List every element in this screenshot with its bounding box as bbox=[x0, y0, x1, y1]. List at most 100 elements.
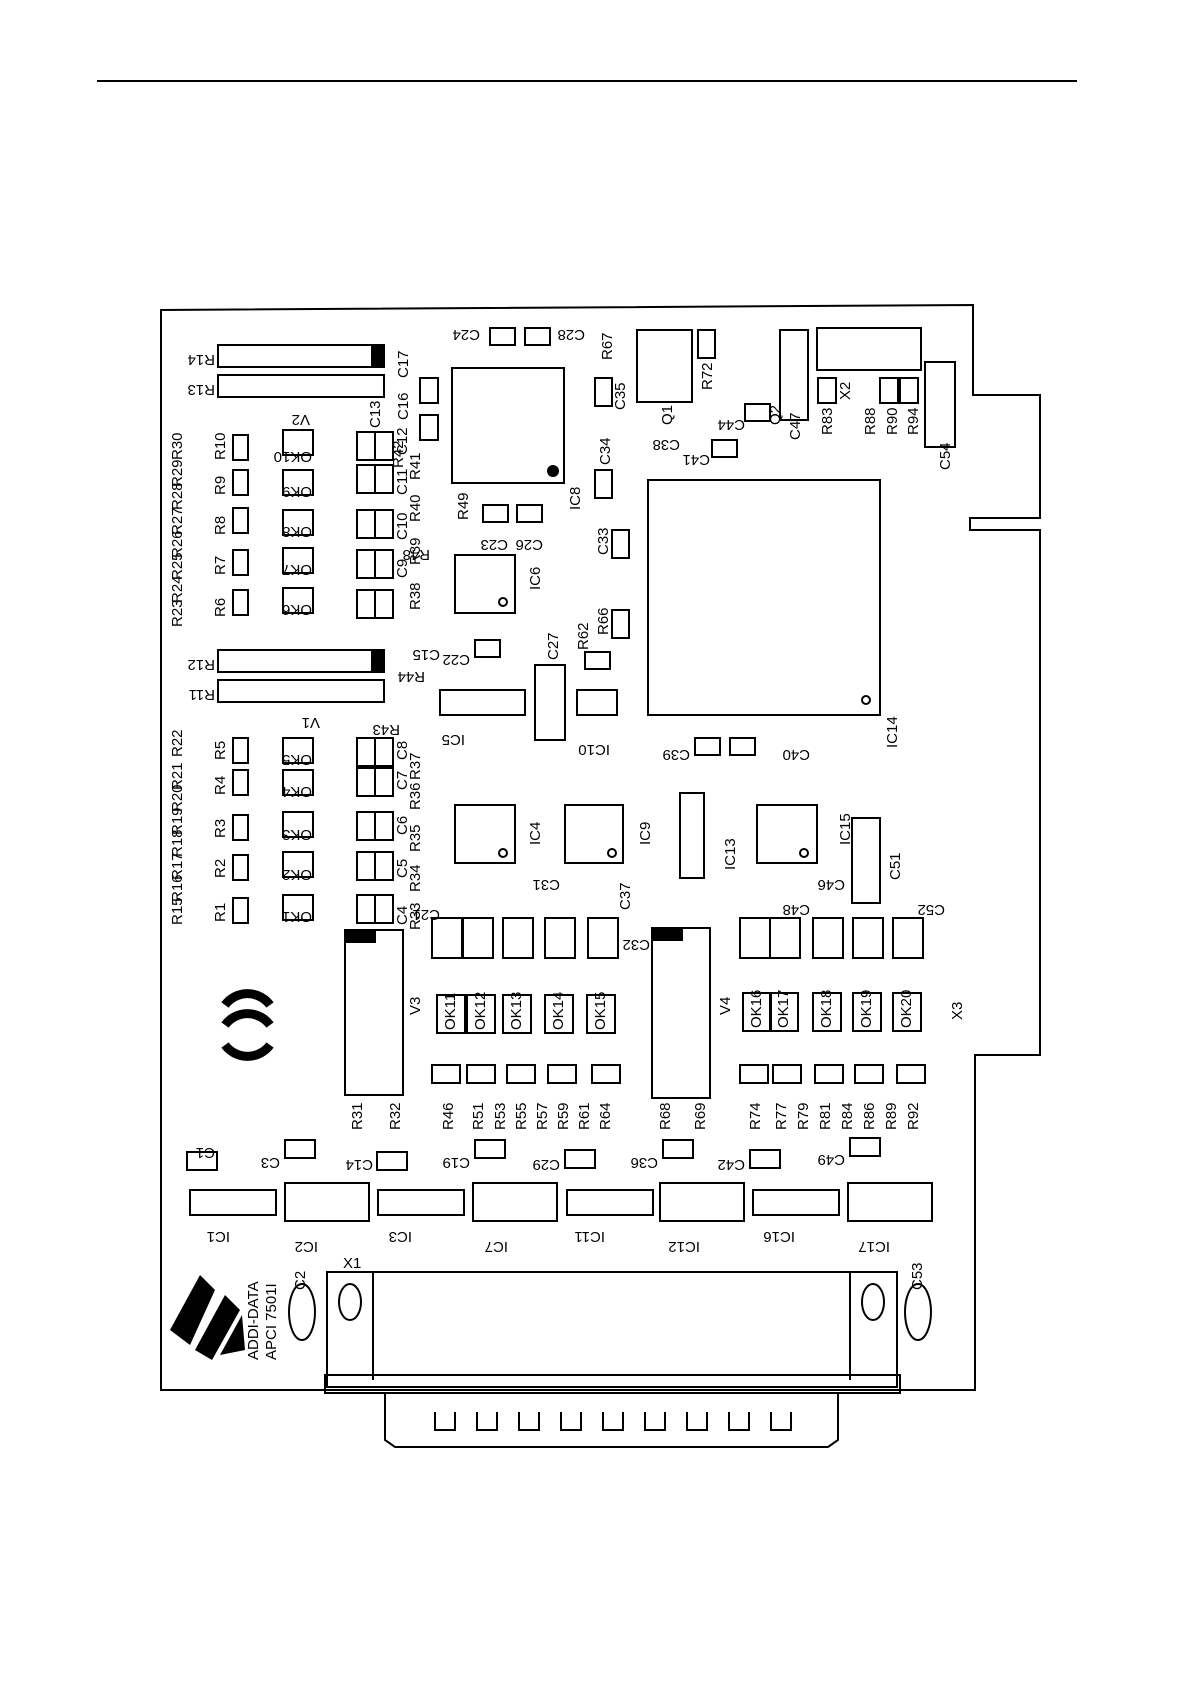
resistor-label: R15 bbox=[169, 897, 186, 925]
label-r72: R72 bbox=[699, 362, 716, 390]
opto-bottom-label: OK13 bbox=[508, 992, 525, 1030]
bottom-r-label: R53 bbox=[492, 1102, 509, 1130]
resistor-label-2: R1 bbox=[212, 903, 229, 922]
chip-ic1 bbox=[189, 1189, 277, 1216]
resistor-label: R27 bbox=[169, 507, 186, 535]
bottom-c-label: C3 bbox=[261, 1154, 280, 1171]
label-v2: V2 bbox=[292, 411, 310, 428]
ce-mark bbox=[221, 989, 274, 1061]
opto-top-label: OK8 bbox=[282, 523, 312, 540]
resistor-r11 bbox=[217, 679, 385, 703]
bottom-r-label: R64 bbox=[597, 1102, 614, 1130]
label-r41: R41 bbox=[407, 452, 424, 480]
resistor-label-2: R2 bbox=[212, 859, 229, 878]
label-c2: C2 bbox=[292, 1271, 309, 1290]
opto-top-label: OK7 bbox=[282, 561, 312, 578]
label-r94: R94 bbox=[905, 407, 922, 435]
label-c35: C35 bbox=[612, 382, 629, 410]
label-r14: R14 bbox=[187, 351, 215, 368]
label-r37: R37 bbox=[407, 752, 424, 780]
opto-top-label: OK3 bbox=[282, 826, 312, 843]
label-r39: R39 bbox=[407, 537, 424, 565]
resistor-label-2: R4 bbox=[212, 776, 229, 795]
label-r36: R36 bbox=[407, 782, 424, 810]
bottom-r-label: R74 bbox=[747, 1102, 764, 1130]
resistor-label-2: R10 bbox=[212, 432, 229, 460]
bottom-r-label: R86 bbox=[861, 1102, 878, 1130]
label-x3: X3 bbox=[949, 1002, 966, 1020]
label-c31: C31 bbox=[532, 876, 560, 893]
ic-label: IC11 bbox=[574, 1228, 605, 1245]
label-r12: R12 bbox=[187, 656, 215, 673]
label-r35: R35 bbox=[407, 824, 424, 852]
label-c26: C26 bbox=[515, 536, 543, 553]
connector-bracket bbox=[384, 1393, 839, 1448]
label-c11: C11 bbox=[394, 469, 411, 495]
bottom-c-label: C19 bbox=[442, 1154, 470, 1171]
label-c13: C13 bbox=[367, 400, 384, 428]
chip-ic2 bbox=[284, 1182, 370, 1222]
bottom-r-label: R77 bbox=[773, 1102, 790, 1130]
resistor-r14 bbox=[217, 344, 385, 368]
opto-bottom-label: OK15 bbox=[592, 992, 609, 1030]
label-c40: C40 bbox=[782, 746, 810, 763]
resistor-r13 bbox=[217, 374, 385, 398]
label-v3: V3 bbox=[407, 997, 424, 1015]
ic-label: IC17 bbox=[858, 1238, 890, 1255]
resistor-label: R21 bbox=[169, 762, 186, 790]
label-c10: C10 bbox=[394, 512, 411, 540]
label-r34: R34 bbox=[407, 864, 424, 892]
label-c6: C6 bbox=[394, 816, 411, 835]
label-c8: C8 bbox=[394, 741, 411, 760]
label-r49: R49 bbox=[455, 492, 472, 520]
label-c23: C23 bbox=[480, 536, 508, 553]
label-r13: R13 bbox=[187, 381, 215, 398]
bottom-r-label: R89 bbox=[883, 1102, 900, 1130]
resistor-label-2: R7 bbox=[212, 556, 229, 575]
opto-bottom-label: OK20 bbox=[898, 990, 915, 1028]
label-c22: C22 bbox=[442, 651, 470, 668]
chip-ic3 bbox=[377, 1189, 465, 1216]
label-ic13: IC13 bbox=[722, 838, 739, 870]
opto-top-label: OK10 bbox=[274, 448, 312, 465]
chip-ic7 bbox=[472, 1182, 558, 1222]
opto-bottom-label: OK17 bbox=[775, 990, 792, 1028]
bottom-r-label: R51 bbox=[470, 1102, 487, 1130]
label-c28: C28 bbox=[557, 326, 585, 343]
label-r44: R44 bbox=[397, 668, 425, 685]
resistor-label: R18 bbox=[169, 829, 186, 857]
label-c51: C51 bbox=[887, 852, 904, 880]
label-c33: C33 bbox=[595, 527, 612, 555]
label-ic5: IC5 bbox=[442, 731, 465, 748]
cap-c51 bbox=[851, 817, 881, 904]
resistor-label: R23 bbox=[169, 599, 186, 627]
bottom-r-label: R59 bbox=[555, 1102, 572, 1130]
resistor-label-2: R6 bbox=[212, 598, 229, 617]
opto-bottom-label: OK12 bbox=[472, 992, 489, 1030]
label-r11: R11 bbox=[189, 686, 215, 703]
bottom-c-label: C29 bbox=[532, 1156, 560, 1173]
resistor-label-2: R9 bbox=[212, 476, 229, 495]
label-c34: C34 bbox=[597, 437, 614, 465]
opto-top-label: OK4 bbox=[282, 783, 312, 800]
label-ic8: IC8 bbox=[567, 487, 584, 510]
chip-ic4 bbox=[454, 804, 516, 864]
bottom-r-label: R79 bbox=[795, 1102, 812, 1130]
label-c44: C44 bbox=[717, 416, 745, 433]
addi-data-logo bbox=[170, 1275, 245, 1360]
chip-ic14 bbox=[647, 479, 881, 716]
board-outline bbox=[160, 303, 1041, 1391]
label-c9: C9 bbox=[394, 559, 411, 578]
bottom-r-label: R61 bbox=[576, 1102, 593, 1130]
array-v4 bbox=[651, 927, 711, 1099]
label-r67: R67 bbox=[599, 332, 616, 360]
opto-bottom-label: OK16 bbox=[748, 990, 765, 1028]
label-r40: R40 bbox=[407, 494, 424, 522]
opto-top-label: OK6 bbox=[282, 601, 312, 618]
label-r90: R90 bbox=[884, 407, 901, 435]
label-ic6: IC6 bbox=[527, 567, 544, 590]
label-c54: C54 bbox=[937, 442, 954, 470]
label-v4: V4 bbox=[717, 997, 734, 1015]
bottom-c-label: C42 bbox=[717, 1156, 745, 1173]
label-c46: C46 bbox=[817, 876, 845, 893]
